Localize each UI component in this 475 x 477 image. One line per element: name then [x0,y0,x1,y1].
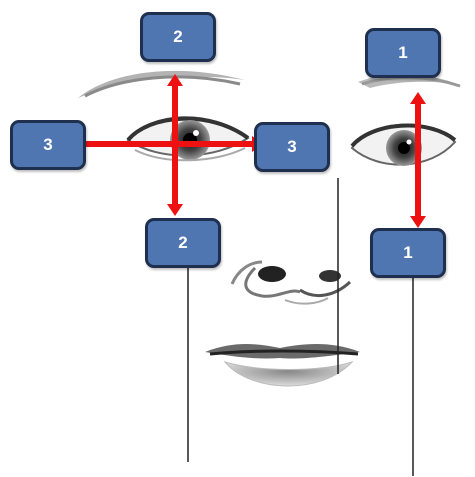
arrow-1-vertical [410,92,426,228]
right-eye [350,123,457,166]
label-2-bottom: 2 [145,218,221,268]
left-eyebrow [78,70,245,98]
left-eye [126,116,250,162]
label-3-left: 3 [10,120,86,170]
label-3-right: 3 [254,122,330,172]
lips [205,344,360,387]
label-1-bottom: 1 [370,228,446,278]
label-1-top: 1 [365,28,441,78]
leader-lines [187,178,414,476]
nose [230,260,352,305]
label-2-top: 2 [140,12,216,62]
